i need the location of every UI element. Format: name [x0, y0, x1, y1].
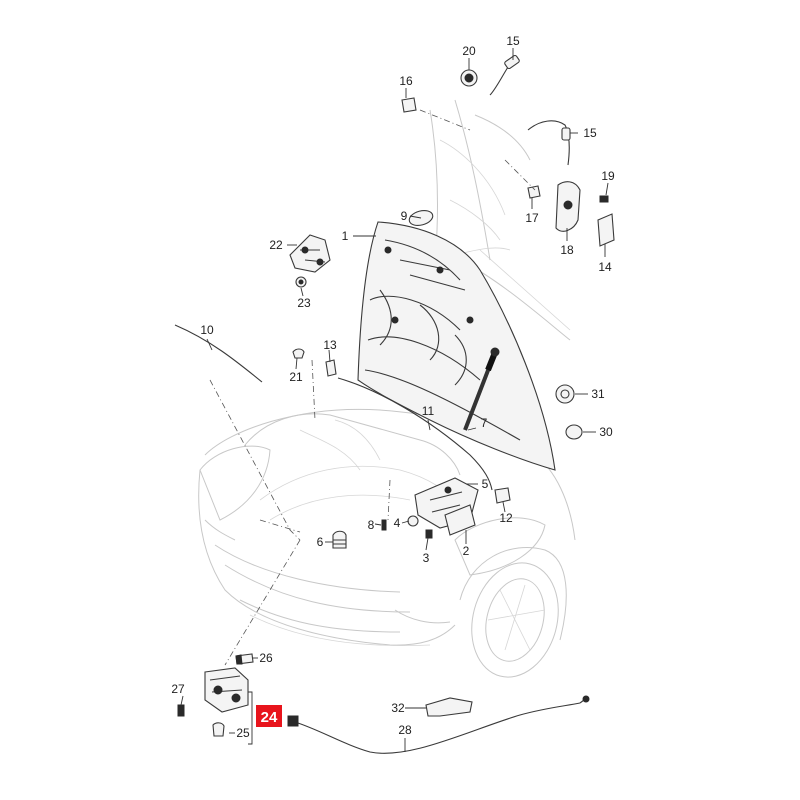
- callout-30: 30: [599, 425, 613, 439]
- hood-lock-24: [204, 667, 249, 713]
- buffer-6: [332, 530, 347, 549]
- callout-16: 16: [399, 74, 413, 88]
- callout-14: 14: [598, 260, 612, 274]
- plug-30: [565, 424, 583, 440]
- callout-26: 26: [259, 651, 273, 665]
- seal-strip-10: [174, 324, 263, 383]
- callout-1: 1: [342, 229, 349, 243]
- callout-3: 3: [423, 551, 430, 565]
- callout-7: 7: [481, 416, 488, 430]
- bolt-27: [177, 704, 185, 717]
- screw-3: [425, 529, 433, 539]
- clip-8: [381, 519, 387, 531]
- callout-labels: 20 15 16 15 19 17 18 14 9 1 22 23 10 21 …: [171, 34, 615, 740]
- callout-22: 22: [269, 238, 283, 252]
- catch-2: [444, 504, 476, 536]
- callout-13: 13: [323, 338, 337, 352]
- callout-12: 12: [499, 511, 513, 525]
- bolt-26: [235, 653, 254, 665]
- bracket-12: [494, 487, 511, 504]
- callout-10: 10: [200, 323, 214, 337]
- callout-15-top: 15: [506, 34, 520, 48]
- cover-14: [597, 213, 615, 247]
- callout-23: 23: [297, 296, 311, 310]
- bolt-17: [527, 185, 541, 199]
- hood-gas-strut: [463, 347, 500, 431]
- callout-9: 9: [401, 209, 408, 223]
- clip-16: [401, 97, 417, 113]
- grommet-20: [460, 69, 478, 87]
- leader-lines: [180, 48, 609, 752]
- callout-4: 4: [394, 516, 401, 530]
- callout-18: 18: [560, 243, 574, 257]
- bracket-32: [425, 697, 473, 717]
- nut-4: [407, 515, 419, 527]
- hood-panel: [357, 221, 556, 471]
- callout-17: 17: [525, 211, 539, 225]
- callout-19: 19: [601, 169, 615, 183]
- seal-strip-11: [337, 377, 493, 491]
- callout-11: 11: [422, 404, 435, 418]
- callout-6: 6: [317, 535, 324, 549]
- callout-32: 32: [391, 701, 405, 715]
- switch-25: [212, 722, 225, 737]
- callout-27: 27: [171, 682, 185, 696]
- callout-2: 2: [463, 544, 470, 558]
- nut-23: [295, 276, 307, 288]
- callout-21: 21: [289, 370, 303, 384]
- callout-20: 20: [462, 44, 476, 58]
- callout-15-right: 15: [583, 126, 597, 140]
- callout-25: 25: [236, 726, 250, 740]
- screw-19: [599, 195, 609, 203]
- callout-28: 28: [398, 723, 412, 737]
- callout-31: 31: [591, 387, 605, 401]
- clip-13: [325, 359, 337, 377]
- hood-release-cable-upper: [489, 54, 571, 166]
- assembly-lines: [209, 109, 536, 666]
- release-cable-28: [287, 695, 590, 754]
- svg-text:24: 24: [261, 709, 278, 726]
- release-handle-18: [555, 181, 581, 232]
- clip-21: [292, 348, 305, 359]
- callout-5: 5: [482, 477, 489, 491]
- grommet-31: [555, 384, 575, 404]
- callout-8: 8: [368, 518, 375, 532]
- highlighted-callout-24: 24: [256, 705, 282, 727]
- hood-hinge-22: [289, 234, 331, 273]
